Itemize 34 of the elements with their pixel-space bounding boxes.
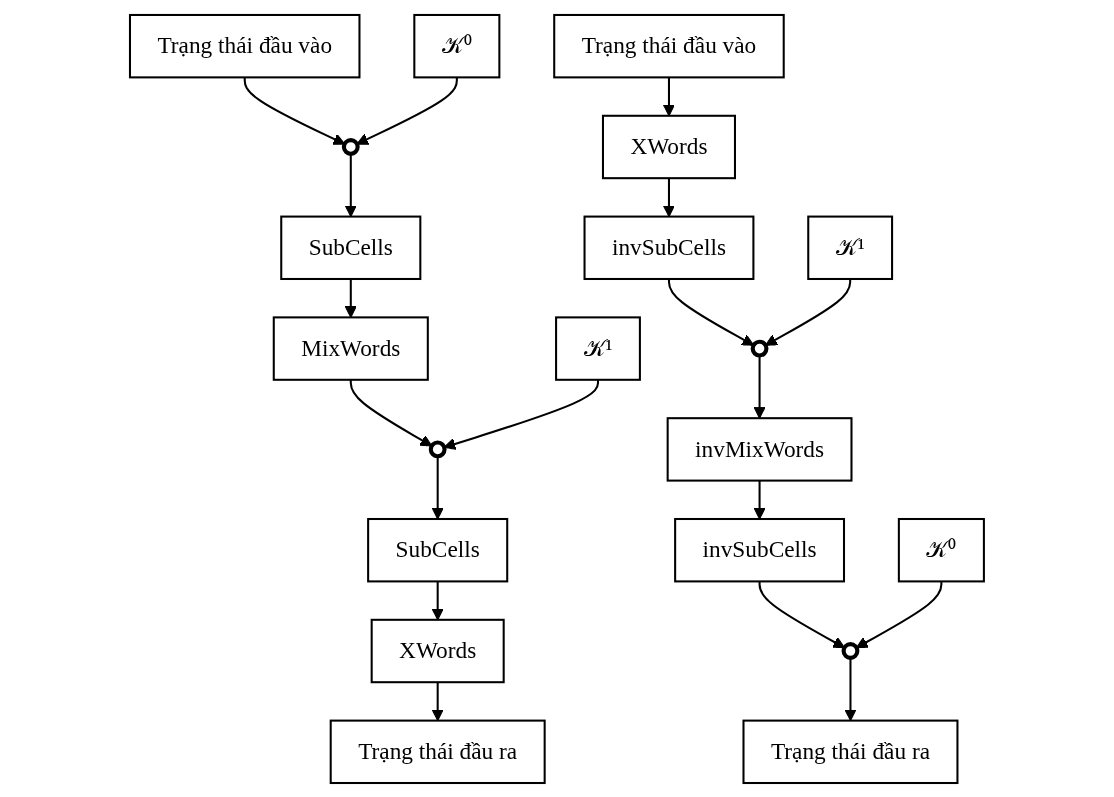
arrow (431, 681, 444, 721)
process-box: invSubCells (583, 215, 755, 280)
arrow (765, 278, 852, 346)
process-box: XWords (602, 114, 737, 179)
arrow (349, 379, 433, 446)
arrow (431, 580, 444, 620)
arrow (243, 76, 346, 145)
process-box: SubCells (280, 215, 422, 280)
process-box: 𝒦⁰ (413, 13, 501, 78)
process-box: Trạng thái đầu ra (742, 719, 959, 784)
arrow (356, 76, 458, 145)
process-box: 𝒦¹ (555, 315, 641, 381)
arrow (344, 153, 357, 217)
process-box: 𝒦¹ (807, 215, 894, 280)
arrow (844, 657, 857, 721)
process-box: Trạng thái đầu ra (329, 719, 546, 784)
process-box: XWords (370, 618, 505, 683)
process-box: invMixWords (666, 416, 853, 482)
process-box: MixWords (272, 315, 429, 381)
arrow (663, 76, 676, 116)
xor-circle (428, 440, 447, 458)
process-box: Trạng thái đầu vào (553, 13, 785, 78)
arrow (856, 580, 943, 648)
xor-circle (341, 137, 360, 156)
arrow (443, 379, 600, 450)
process-box: 𝒦⁰ (897, 517, 985, 582)
arrow (668, 278, 755, 346)
process-box: invSubCells (674, 517, 846, 582)
arrow (663, 177, 676, 217)
xor-circle (750, 339, 769, 357)
process-box: SubCells (367, 517, 509, 582)
arrow (758, 580, 846, 648)
xor-circle (841, 641, 860, 660)
process-box: Trạng thái đầu vào (129, 13, 361, 78)
